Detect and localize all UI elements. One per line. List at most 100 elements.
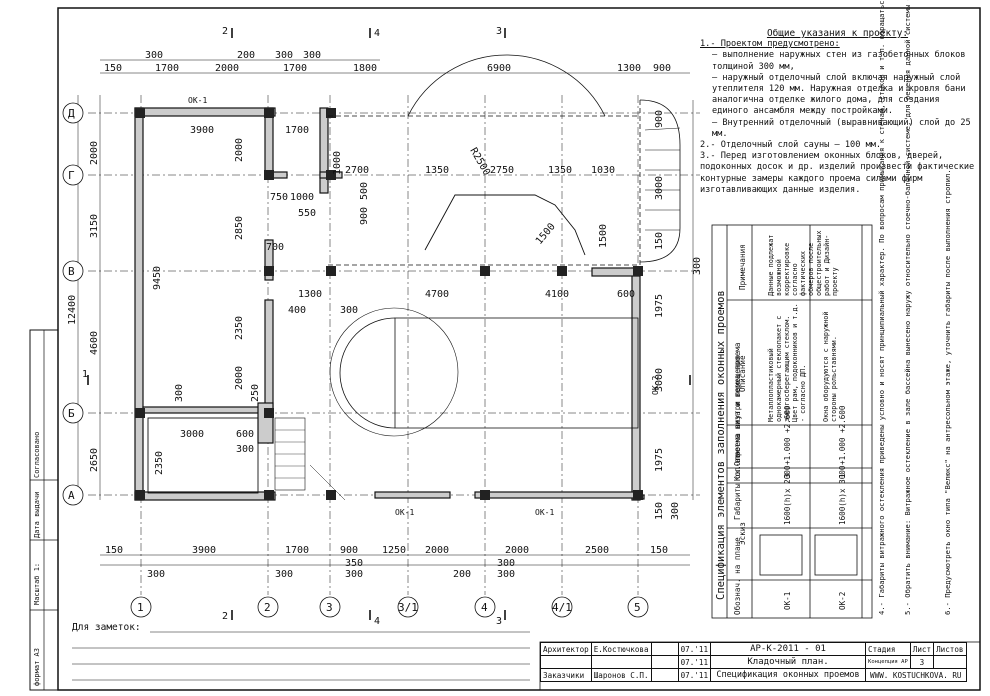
dim-text: 150: [105, 545, 123, 556]
sheet-label: Лист: [909, 642, 935, 656]
notes-item: – Внутренний отделочный (выравнивающий) …: [712, 117, 971, 139]
section-mark: 4: [374, 28, 380, 39]
dim-text: 500: [359, 182, 370, 200]
dim-text: 300: [670, 502, 681, 520]
dim-text: 2500: [585, 545, 609, 556]
spec-size: 1600(h)x 3000: [838, 465, 847, 525]
section-mark: 3: [496, 616, 502, 627]
stage-label: Стадия: [865, 642, 911, 656]
dim-text: 600: [236, 429, 254, 440]
dim-text: 6900: [487, 63, 511, 74]
dim-text: 2750: [490, 165, 514, 176]
dim-text: 300: [340, 305, 358, 316]
axis-A: А: [68, 489, 75, 502]
dim-text: 1300: [617, 63, 641, 74]
axis-2: 2: [264, 601, 271, 614]
window-tag: ОК-1: [395, 508, 414, 517]
dim-text: 1800: [353, 63, 377, 74]
spec-title: Спецификация элементов заполнения оконны…: [715, 290, 727, 600]
dim-text: 300: [497, 569, 515, 580]
dim-text: 3000: [654, 368, 665, 392]
client-role: Заказчики: [540, 668, 592, 682]
dim-text: 300: [147, 569, 165, 580]
dim-text: 2000: [505, 545, 529, 556]
dim-text: 9450: [152, 266, 163, 290]
dim-text: 900: [654, 110, 665, 128]
spec-note: 6.- Предусмотреть окно типа "Велюкс" на …: [943, 169, 952, 615]
dim-text: 4700: [425, 289, 449, 300]
spec-levels: +1.000 +2.600: [783, 405, 792, 465]
architect-name: Е.Костючкова: [590, 642, 652, 656]
notes-item: 1.- Проектом предусмотрено:: [700, 39, 840, 50]
spec-header: Кол-во: [733, 453, 742, 481]
notes-item: – выполнение наружных стен из газобетонн…: [712, 50, 966, 72]
axis-3-1: 3/1: [398, 601, 418, 614]
axis-labels: 1 2 3 3/1 4 4/1 5 Д Г В Б А: [68, 107, 641, 614]
notes-item: 3.- Перед изготовлением оконных блоков, …: [700, 151, 975, 195]
bottom-dimensions: 150 3900 1700 900 1250 2000 2000 2500 15…: [105, 545, 668, 580]
window-tags: ОК-1 ОК-1 ОК-1 ОК-2: [188, 96, 660, 517]
axis-4: 4: [481, 601, 488, 614]
dim-text: 200: [237, 50, 255, 61]
date: 07.'11: [677, 668, 712, 682]
dim-text: 300: [145, 50, 163, 61]
sheets-label: Листов: [933, 642, 967, 656]
window-tag: ОК-2: [651, 376, 660, 395]
dim-text: 3900: [190, 125, 214, 136]
date: 07.'11: [677, 642, 712, 656]
dim-text: 400: [288, 305, 306, 316]
dim-text: 900: [340, 545, 358, 556]
sheet-number: 3: [909, 655, 935, 669]
dim-text: 1500: [534, 221, 558, 247]
dim-text: 4600: [89, 331, 100, 355]
dim-text: 1030: [591, 165, 615, 176]
spec-note: 5.- Обратить внимание: Витражное остекле…: [903, 0, 912, 615]
dim-text: 2000: [89, 141, 100, 165]
dim-text: 1975: [654, 448, 665, 472]
sheet-title-2: Спецификация оконных проемов: [710, 668, 867, 682]
inner-dimensions: 3900 1700 2000 1000 2700 1350 2750 1350 …: [152, 125, 635, 475]
axis-5: 5: [634, 601, 641, 614]
dim-text: 250: [250, 384, 261, 402]
dim-text: 2700: [345, 165, 369, 176]
site: WWW. KOSTUCHKOVA. RU: [865, 668, 967, 682]
spec-header: Отметка низа и верха проема: [733, 343, 742, 466]
dim-text: 1350: [425, 165, 449, 176]
stage: Концепция АР: [865, 655, 911, 669]
dim-text: 3900: [192, 545, 216, 556]
dim-text: 1000: [332, 151, 343, 175]
right-dimensions: 900 3000 150 300 1975 3000 1975 150 300: [654, 110, 703, 520]
doc-code: АР-К-2011 - 01: [710, 642, 867, 656]
side-label: формат А3: [33, 648, 41, 686]
left-dimensions: 2000 3150 4600 2650 12400: [67, 141, 100, 472]
dim-text: 3000: [180, 429, 204, 440]
section-mark: 2: [222, 611, 228, 622]
dim-text: 700: [266, 242, 284, 253]
memo-lines: [72, 631, 530, 681]
dim-text: 300: [275, 50, 293, 61]
dim-text: 300: [174, 384, 185, 402]
spec-header: Примечания: [738, 244, 747, 290]
dim-text: 1500: [598, 224, 609, 248]
general-notes: Общие указания к проекту: 1.- Проектом п…: [700, 28, 975, 196]
axis-4-1: 4/1: [552, 601, 572, 614]
spec-header: Эскиз: [738, 522, 747, 545]
spec-note-1: Данные подлежат возможной корректировке …: [767, 230, 839, 296]
dim-text: 3000: [654, 176, 665, 200]
axis-1: 1: [137, 601, 144, 614]
dim-text: 1000: [290, 192, 314, 203]
side-label: Масштаб 1:: [33, 562, 41, 605]
spec-size: 1600(h)x 2000: [783, 465, 792, 525]
spec-levels: +1.000 +2.600: [838, 405, 847, 465]
spec-desc-1: Металлопластиковый однокамерный стеклопа…: [767, 303, 807, 422]
title-block-table: Архитектор Е.Костючкова 07.'11 АР-К-2011…: [540, 642, 967, 682]
dim-text: 1700: [285, 125, 309, 136]
date: 07.'11: [677, 655, 712, 669]
dim-text: 150: [650, 545, 668, 556]
dim-text: 550: [298, 208, 316, 219]
dim-text: 1300: [298, 289, 322, 300]
dim-text: 2000: [234, 366, 245, 390]
axis-V: В: [68, 265, 75, 278]
dim-text: 750: [270, 192, 288, 203]
dim-text: 2350: [234, 316, 245, 340]
